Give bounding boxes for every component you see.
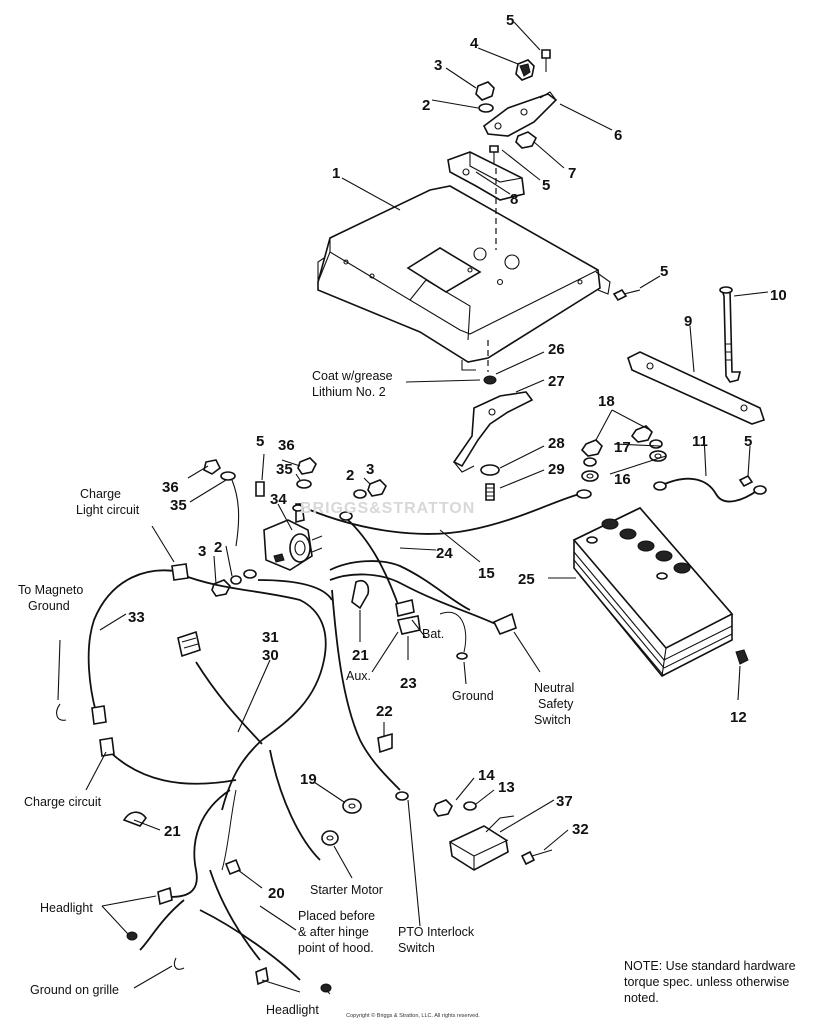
callout-5: 5 xyxy=(506,12,514,29)
label-to-magneto: To Magneto xyxy=(18,583,83,597)
label-placed-2: & after hinge xyxy=(298,925,369,939)
label-starter-motor: Starter Motor xyxy=(310,883,383,897)
callout-34: 34 xyxy=(270,491,287,508)
callout-3c: 3 xyxy=(198,543,206,560)
callout-1: 1 xyxy=(332,165,340,182)
label-aux: Aux. xyxy=(346,669,371,683)
label-lithium: Lithium No. 2 xyxy=(312,385,386,399)
label-ground-grille: Ground on grille xyxy=(30,983,119,997)
callout-14: 14 xyxy=(478,767,495,784)
callout-5b: 5 xyxy=(542,177,550,194)
callout-29: 29 xyxy=(548,461,565,478)
cable-11 xyxy=(653,474,767,503)
label-neutral: Neutral xyxy=(534,681,574,695)
label-switch: Switch xyxy=(534,713,571,727)
label-charge-circuit: Charge circuit xyxy=(24,795,102,809)
leader-lines xyxy=(57,21,769,995)
bracket-8 xyxy=(447,151,525,201)
callout-25: 25 xyxy=(518,571,535,588)
note-text: NOTE: Use standard hardware torque spec.… xyxy=(624,959,796,1005)
bracket-6 xyxy=(482,91,558,137)
label-headlight-bottom: Headlight xyxy=(266,1003,319,1017)
callout-30: 30 xyxy=(262,647,279,664)
solenoid xyxy=(263,503,323,571)
callout-35: 35 xyxy=(170,497,187,514)
callout-3: 3 xyxy=(434,57,442,74)
callout-24: 24 xyxy=(436,545,453,562)
callout-11: 11 xyxy=(692,433,708,450)
callout-28: 28 xyxy=(548,435,565,452)
label-placed-3: point of hood. xyxy=(298,941,374,955)
callout-2c: 2 xyxy=(214,539,222,556)
label-pto-1: PTO Interlock xyxy=(398,925,475,939)
callout-numbers: 5 4 3 2 6 7 5 8 1 5 10 9 26 27 18 17 16 … xyxy=(128,12,787,902)
callout-5e: 5 xyxy=(256,433,264,450)
callout-16: 16 xyxy=(614,471,631,488)
callout-18: 18 xyxy=(598,393,615,410)
callout-2b: 2 xyxy=(346,467,354,484)
callout-13: 13 xyxy=(498,779,515,796)
callout-19: 19 xyxy=(300,771,317,788)
label-safety: Safety xyxy=(538,697,574,711)
label-charge: Charge xyxy=(80,487,121,501)
callout-36: 36 xyxy=(162,479,179,496)
callout-32: 32 xyxy=(572,821,589,838)
label-headlight-top: Headlight xyxy=(40,901,93,915)
cable-15 xyxy=(309,489,592,535)
callout-4: 4 xyxy=(470,35,479,52)
callout-10: 10 xyxy=(770,287,787,304)
battery-tray xyxy=(317,185,611,371)
cable-24 xyxy=(339,511,401,611)
callout-3b: 3 xyxy=(366,461,374,478)
callout-22: 22 xyxy=(376,703,393,720)
callout-21b: 21 xyxy=(164,823,181,840)
washers-16-18 xyxy=(580,425,667,482)
label-coat: Coat w/grease xyxy=(312,369,393,383)
wiring-harness xyxy=(87,560,501,981)
label-pto-2: Switch xyxy=(398,941,435,955)
callout-9: 9 xyxy=(684,313,692,330)
watermark: BRIGGS&STRATTON xyxy=(300,500,476,517)
text-labels: Coat w/grease Lithium No. 2 Charge Light… xyxy=(18,369,574,1017)
callout-17: 17 xyxy=(614,439,631,456)
callout-20: 20 xyxy=(268,885,285,902)
callout-33: 33 xyxy=(128,609,145,626)
callout-8: 8 xyxy=(510,191,518,208)
label-ground: Ground xyxy=(452,689,494,703)
callout-37: 37 xyxy=(556,793,573,810)
callout-36b: 36 xyxy=(278,437,295,454)
callout-7: 7 xyxy=(568,165,576,182)
top-hardware xyxy=(475,49,551,372)
callout-26: 26 xyxy=(548,341,565,358)
callout-12: 12 xyxy=(730,709,747,726)
hold-down xyxy=(627,286,766,425)
copyright: Copyright © Briggs & Stratton, LLC. All … xyxy=(346,1013,480,1019)
callout-15: 15 xyxy=(478,565,495,582)
label-magneto-ground: Ground xyxy=(28,599,70,613)
bolt-5-right xyxy=(612,288,641,302)
label-placed-1: Placed before xyxy=(298,909,375,923)
callout-23: 23 xyxy=(400,675,417,692)
bracket-27 xyxy=(452,375,534,501)
solenoid-hardware xyxy=(203,457,387,597)
label-light-circuit: Light circuit xyxy=(76,503,140,517)
callout-35b: 35 xyxy=(276,461,293,478)
callout-21: 21 xyxy=(352,647,369,664)
pto-switch-parts xyxy=(433,799,553,871)
battery xyxy=(572,507,749,678)
callout-2: 2 xyxy=(422,97,430,114)
callout-6: 6 xyxy=(614,127,622,144)
callout-5d: 5 xyxy=(744,433,752,450)
callout-27: 27 xyxy=(548,373,565,390)
label-bat: Bat. xyxy=(422,627,444,641)
callout-31: 31 xyxy=(262,629,279,646)
callout-5c: 5 xyxy=(660,263,668,280)
connectors xyxy=(56,563,517,993)
